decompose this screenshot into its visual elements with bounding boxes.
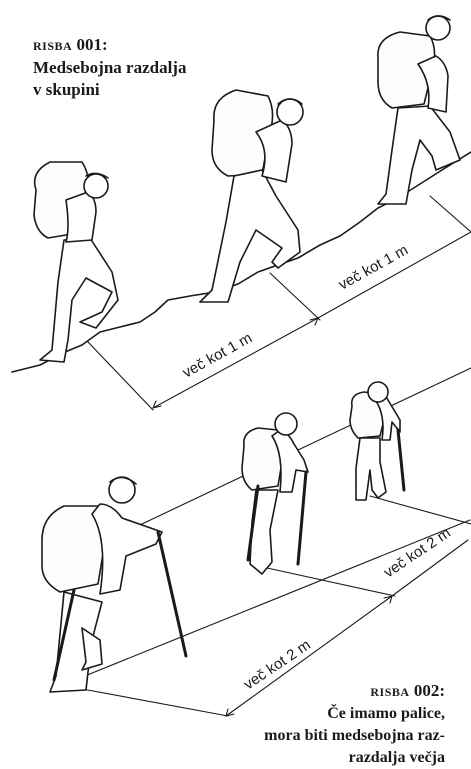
dimension-2-upper: več kot 2 m (370, 496, 471, 596)
hiker-2a (42, 477, 186, 692)
dimension-1-upper: več kot 1 m (318, 196, 471, 318)
hiker-2c (350, 382, 404, 500)
distance-label-2b: več kot 2 m (381, 524, 454, 581)
hiker-1a (34, 162, 118, 362)
hiker-1b (200, 90, 303, 302)
figure-1-drawing: več kot 1 m več kot 1 m (12, 16, 471, 410)
distance-label-1a: več kot 1 m (180, 329, 255, 381)
hiker-2b (242, 413, 308, 574)
distance-label-1b: več kot 1 m (336, 241, 411, 293)
figure-2-drawing: več kot 2 m več kot 2 m (42, 368, 471, 716)
hiker-1c (378, 16, 460, 204)
distance-label-2a: več kot 2 m (241, 636, 314, 693)
